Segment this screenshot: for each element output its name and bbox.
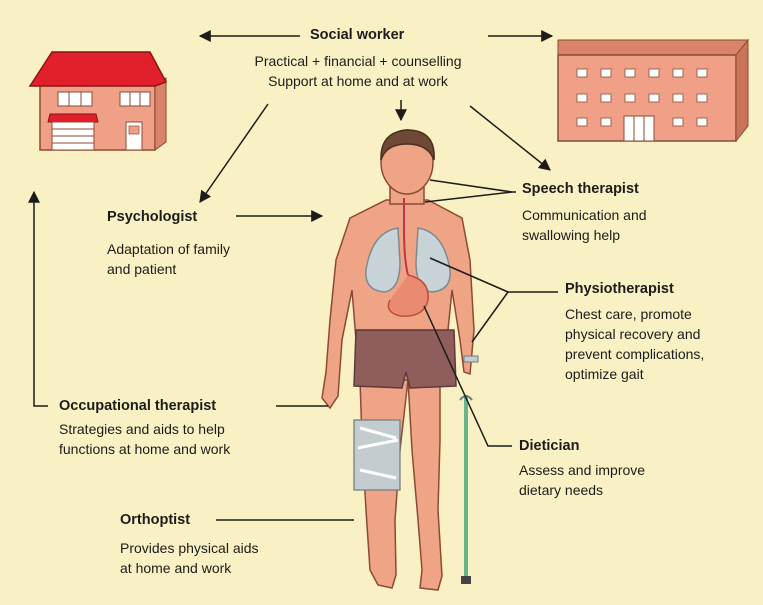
- occupational-therapist-title: Occupational therapist: [59, 396, 216, 416]
- physiotherapist-line4: optimize gait: [565, 364, 644, 384]
- house-icon: [30, 52, 166, 150]
- physiotherapist-line2: physical recovery and: [565, 324, 700, 344]
- dietician-line2: dietary needs: [519, 480, 603, 500]
- psychologist-line2: and patient: [107, 259, 176, 279]
- arrow-social-to-speech: [470, 106, 550, 170]
- speech-therapist-title: Speech therapist: [522, 179, 639, 199]
- psychologist-line1: Adaptation of family: [107, 239, 230, 259]
- physiotherapist-title: Physiotherapist: [565, 279, 674, 299]
- psychologist-title: Psychologist: [107, 207, 197, 227]
- occupational-therapist-line1: Strategies and aids to help: [59, 419, 225, 439]
- arrow-occupational-to-home: [34, 192, 48, 406]
- physiotherapist-line3: prevent complications,: [565, 344, 704, 364]
- arrow-social-to-psychologist: [200, 104, 268, 202]
- social-worker-title: Social worker: [310, 25, 404, 45]
- speech-therapist-line2: swallowing help: [522, 225, 620, 245]
- orthoptist-line1: Provides physical aids: [120, 538, 259, 558]
- line-speech-to-throat: [425, 192, 512, 202]
- walking-cane-icon: [460, 396, 472, 584]
- orthoptist-title: Orthoptist: [120, 510, 190, 530]
- workplace-building-icon: [558, 40, 748, 141]
- dietician-line1: Assess and improve: [519, 460, 645, 480]
- line-physio-to-arm: [472, 292, 508, 342]
- social-worker-line1: Practical + financial + counselling: [240, 51, 476, 71]
- social-worker-line2: Support at home and at work: [240, 71, 476, 91]
- orthoptist-line2: at home and work: [120, 558, 231, 578]
- occupational-therapist-line2: functions at home and work: [59, 439, 230, 459]
- physiotherapist-line1: Chest care, promote: [565, 304, 692, 324]
- line-speech-to-mouth: [430, 180, 512, 192]
- speech-therapist-line1: Communication and: [522, 205, 647, 225]
- dietician-title: Dietician: [519, 436, 579, 456]
